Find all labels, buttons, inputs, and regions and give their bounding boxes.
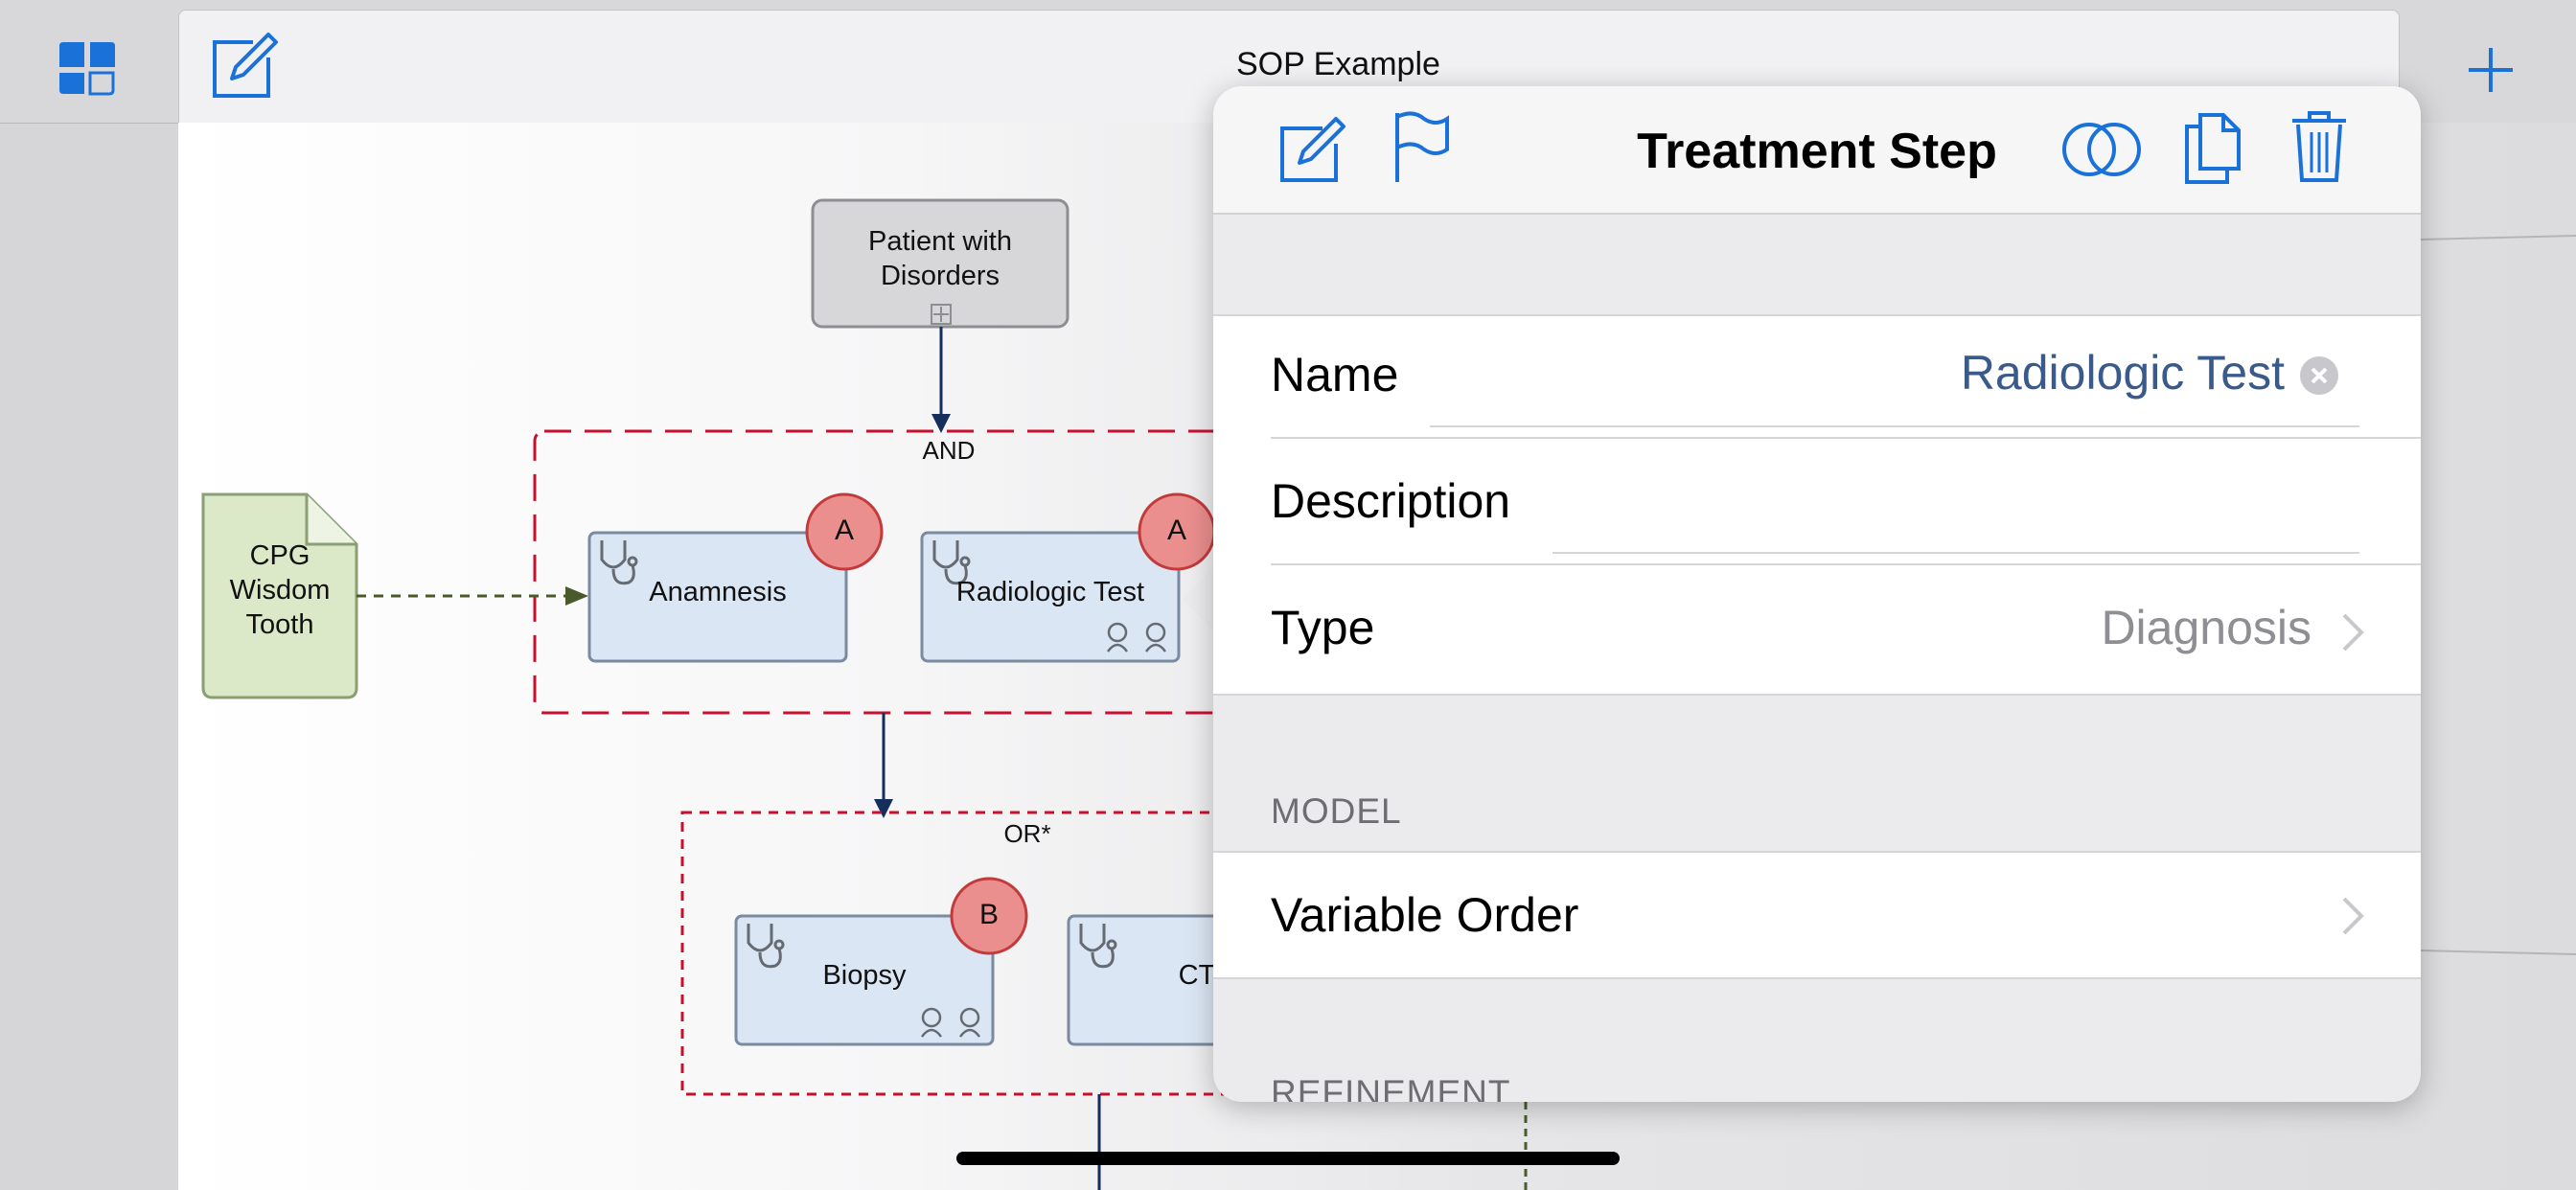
step-badge-biopsy: B: [978, 899, 999, 930]
fields-group: [1213, 314, 2421, 696]
name-label: Name: [1271, 348, 1399, 401]
document-title: SOP Example: [1236, 46, 1440, 82]
or-group-label: OR*: [1003, 819, 1051, 848]
variable-order-label: Variable Order: [1271, 888, 1579, 942]
clear-text-icon[interactable]: [2300, 356, 2338, 395]
description-field[interactable]: [1552, 473, 2358, 531]
step-radiologic-test: [920, 531, 1181, 663]
type-label: Type: [1271, 601, 1375, 654]
popover-arrow: [1183, 565, 1215, 632]
and-group-label: AND: [922, 436, 976, 465]
refinement-section-header: REFINEMENT: [1271, 1073, 1511, 1102]
sidebar-layout-icon[interactable]: [58, 38, 117, 98]
variable-order-row[interactable]: Variable Order: [1213, 851, 2421, 979]
overlap-circles-icon[interactable]: [2062, 119, 2141, 180]
step-anamnesis: [587, 531, 848, 663]
step-name-anamnesis[interactable]: Anamnesis: [649, 577, 787, 607]
popover-title: Treatment Step: [1637, 124, 1997, 179]
row-divider: [1271, 563, 2421, 565]
chevron-right-icon[interactable]: [2340, 611, 2365, 653]
popover-header: Treatment Step: [1213, 86, 2421, 215]
step-name-ct[interactable]: CT: [1178, 960, 1216, 991]
description-underline: [1552, 552, 2359, 554]
model-section-header: MODEL: [1271, 791, 1402, 831]
step-name-biopsy[interactable]: Biopsy: [822, 960, 907, 991]
step-biopsy: [734, 914, 995, 1046]
name-underline: [1430, 425, 2359, 427]
type-value[interactable]: Diagnosis: [2101, 601, 2312, 654]
treatment-step-popover: Treatment Step N: [1213, 86, 2421, 1102]
flag-icon[interactable]: [1393, 111, 1451, 184]
copy-icon[interactable]: [2185, 111, 2241, 184]
plus-icon[interactable]: [2467, 46, 2515, 94]
home-indicator[interactable]: [956, 1152, 1620, 1165]
step-badge-anamnesis: A: [834, 515, 854, 546]
chevron-right-icon[interactable]: [2340, 895, 2365, 937]
trash-icon[interactable]: [2290, 109, 2348, 184]
description-label: Description: [1271, 474, 1511, 528]
compose-icon[interactable]: [1278, 113, 1349, 184]
row-divider: [1271, 437, 2421, 439]
name-field[interactable]: Radiologic Test: [1960, 346, 2285, 400]
step-name-radiologic-test[interactable]: Radiologic Test: [955, 577, 1145, 607]
step-badge-radiologic-test: A: [1166, 515, 1186, 546]
compose-icon[interactable]: [211, 29, 280, 98]
